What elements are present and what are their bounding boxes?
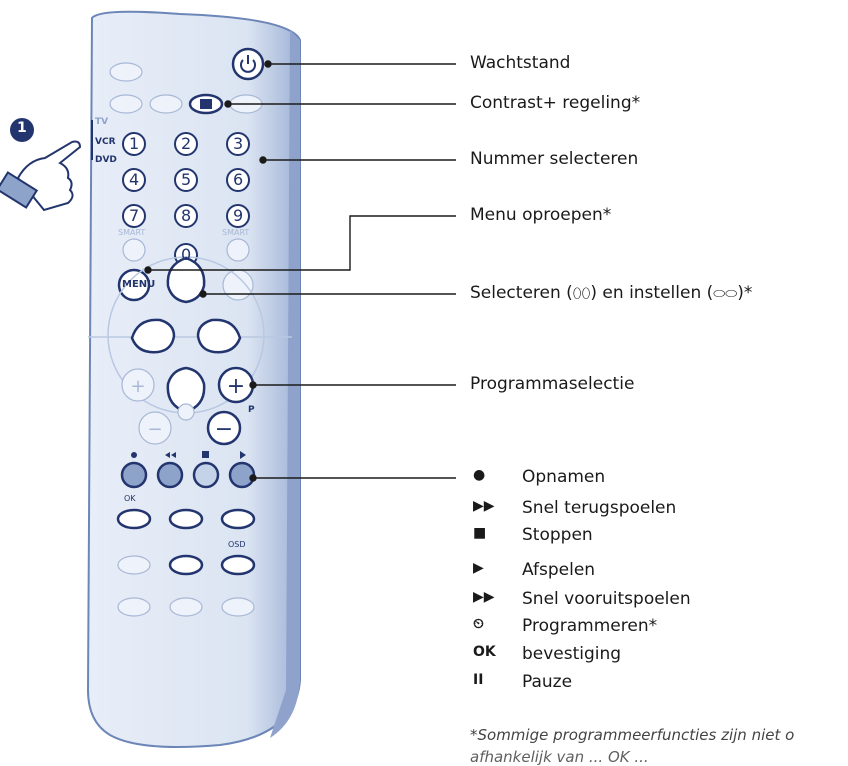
footnote-line-2: afhankelijk van ... OK ...: [470, 748, 649, 766]
legend-text: Afspelen: [522, 560, 595, 580]
source-tv-label: TV: [95, 117, 108, 127]
legend-text: Snel vooruitspoelen: [522, 589, 691, 609]
contrast-button: [190, 95, 222, 113]
program-label: P: [248, 405, 255, 415]
legend-text: bevestiging: [522, 644, 621, 664]
pause-icon: II: [473, 672, 513, 688]
digit-0[interactable]: 0: [181, 245, 191, 264]
digit-9[interactable]: 9: [233, 206, 243, 225]
digit-2[interactable]: 2: [181, 134, 191, 153]
callout-select-adjust: Selecteren (⬯⬯) en instellen (⬭⬭)*: [470, 283, 752, 303]
footnote-line-1: *Sommige programmeerfuncties zijn niet o: [470, 726, 794, 744]
legend-text: Snel terugspoelen: [522, 498, 676, 518]
digit-7[interactable]: 7: [129, 206, 139, 225]
updown-icon: ⬯⬯: [573, 286, 591, 302]
bx-button: [223, 270, 253, 300]
legend-text: Stoppen: [522, 525, 593, 545]
callout-menu: Menu oproepen*: [470, 205, 611, 225]
source-vcr-label: VCR: [95, 137, 116, 147]
callout-select-part3: )*: [737, 283, 752, 303]
smart-label-right: SMART: [222, 228, 249, 237]
svg-text:−: −: [147, 419, 162, 440]
digit-3[interactable]: 3: [233, 134, 243, 153]
stop-icon: ■: [473, 525, 513, 541]
legend-text: Opnamen: [522, 467, 605, 487]
step-number: 1: [17, 120, 27, 136]
legend-text: Programmeren*: [522, 616, 657, 636]
legend-text: Pauze: [522, 672, 572, 692]
callout-select-part2: ) en instellen (: [590, 283, 713, 303]
leftright-icon: ⬭⬭: [713, 286, 737, 302]
digit-8[interactable]: 8: [181, 206, 191, 225]
callout-select-part1: Selecteren (: [470, 283, 573, 303]
callout-contrast: Contrast+ regeling*: [470, 93, 640, 113]
source-dvd-label: DVD: [95, 155, 117, 165]
rewind-icon: ▶▶: [473, 498, 513, 514]
svg-text:+: +: [130, 376, 145, 397]
fast-forward-icon: ▶▶: [473, 589, 513, 605]
play-icon: ▶: [473, 560, 513, 576]
callout-program-select: Programmaselectie: [470, 374, 634, 394]
osd-small-label: OSD: [228, 540, 246, 549]
svg-text:−: −: [215, 417, 233, 442]
svg-text:+: +: [227, 374, 245, 399]
ok-small-label: OK: [124, 494, 136, 503]
pointing-hand-icon: [0, 142, 80, 210]
digit-4[interactable]: 4: [129, 170, 139, 189]
timer-icon: ⏲: [473, 616, 513, 632]
digit-5[interactable]: 5: [181, 170, 191, 189]
power-button: [233, 49, 263, 79]
callout-number-select: Nummer selecteren: [470, 149, 638, 169]
smart-label-left: SMART: [118, 228, 145, 237]
digit-6[interactable]: 6: [233, 170, 243, 189]
record-icon: ●: [473, 467, 513, 483]
callout-standby: Wachtstand: [470, 53, 570, 73]
digit-1[interactable]: 1: [129, 134, 139, 153]
menu-button-label[interactable]: MENU: [122, 279, 155, 290]
ok-symbol: OK: [473, 644, 513, 660]
